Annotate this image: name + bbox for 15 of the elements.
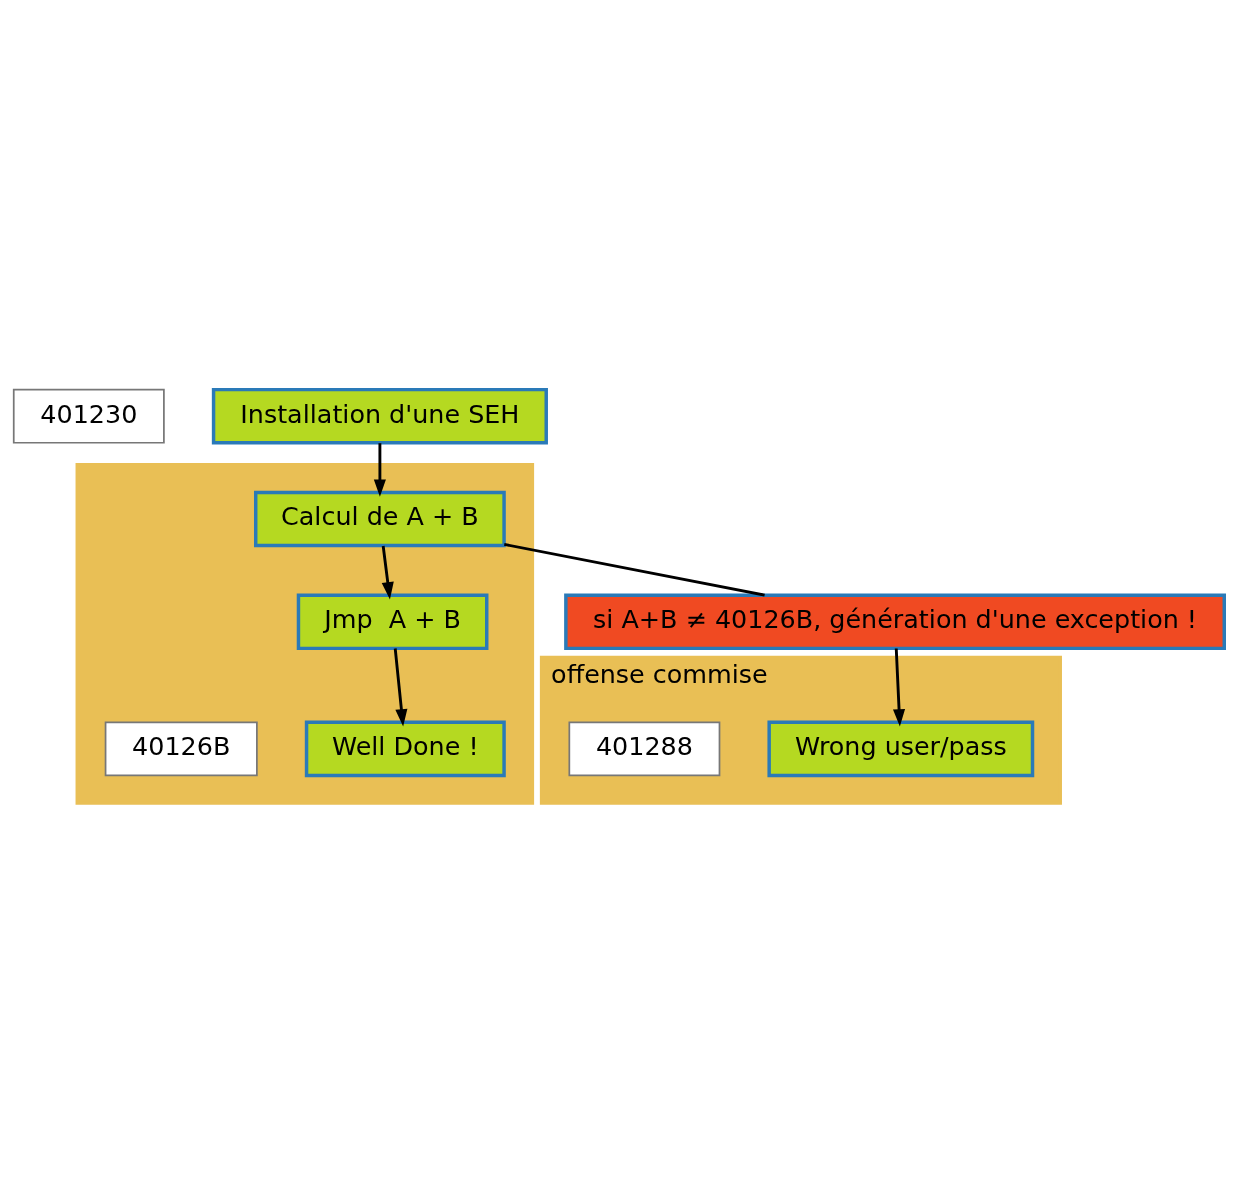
node-box: Jmp A + B [296, 593, 489, 650]
node-box: Calcul de A + B [254, 490, 506, 547]
node-label: 401288 [595, 730, 693, 761]
connector [504, 542, 765, 597]
arrow [373, 442, 386, 497]
node-box: Installation d'une SEH [211, 387, 548, 444]
arrow [893, 647, 906, 727]
arrow [381, 545, 394, 600]
arrow [393, 647, 408, 727]
node-box: Wrong user/pass [767, 720, 1035, 777]
node-box: si A+B ≠ 40126B, génération d'une exception ! [564, 593, 1226, 650]
node-label: 40126B [132, 730, 231, 761]
node-label: 401230 [40, 398, 138, 429]
cluster [75, 462, 535, 805]
node-box: Well Done ! [304, 720, 506, 777]
